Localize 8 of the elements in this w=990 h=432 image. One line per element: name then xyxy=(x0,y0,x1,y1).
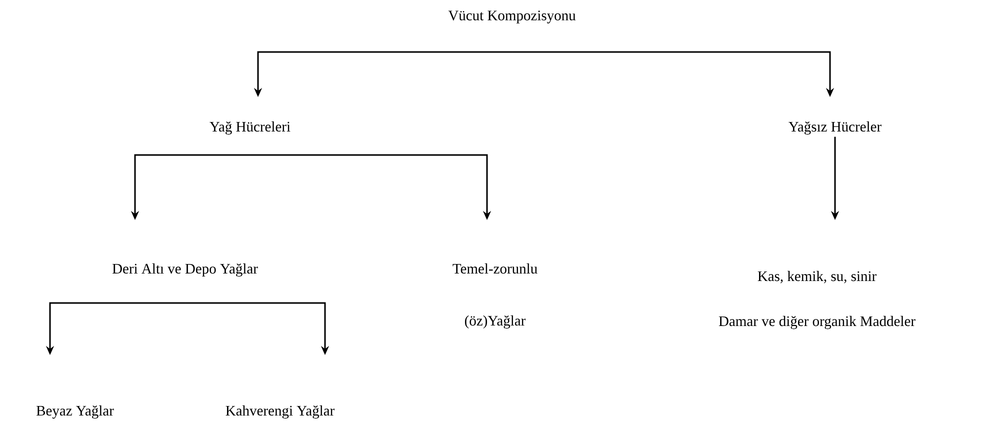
node-text: Yağ Hücreleri xyxy=(210,121,290,135)
node-text: Temel-zorunlu (öz)Yağlar xyxy=(452,263,538,329)
node-text: Vücut Kompozisyonu xyxy=(448,10,576,24)
node-text: Kas, kemik, su, sinir Damar ve diğer organik Maddeler xyxy=(718,270,916,330)
node-text: Deri Altı ve Depo Yağlar xyxy=(112,263,258,277)
node-text: Kahverengi Yağlar xyxy=(226,405,335,419)
node-text: Beyaz Yağlar xyxy=(36,405,114,419)
node-text: Yağsız Hücreler xyxy=(788,121,882,135)
